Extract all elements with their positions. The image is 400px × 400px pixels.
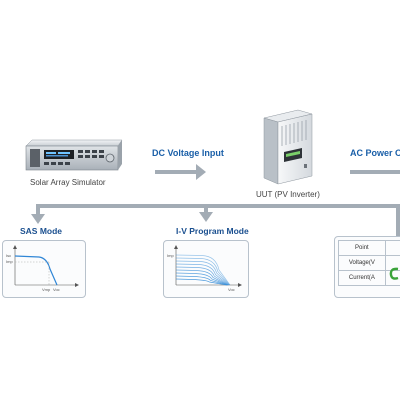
sas-drop-line — [36, 206, 40, 216]
table-row-label-current: Current(A — [338, 270, 386, 286]
iv-arrow-icon — [199, 212, 213, 222]
iv-curve-line — [175, 272, 228, 286]
solar-array-simulator: Solar Array Simulator — [22, 138, 126, 187]
simulator-label: Solar Array Simulator — [30, 178, 106, 187]
table-drop-line — [396, 206, 400, 236]
green-logo-mark-icon — [389, 267, 399, 280]
iv-table-panel: Point Voltage(V Current(A — [334, 236, 400, 298]
iv-curve-line — [175, 266, 229, 286]
iv-point-table: Point Voltage(V Current(A — [338, 240, 400, 286]
sas-arrow-icon — [31, 214, 45, 224]
sas-mode-panel: Imp Isc Vmp Voc — [2, 240, 86, 298]
sas-y-tick-isc: Isc — [6, 253, 11, 258]
sas-mode-title: SAS Mode — [20, 226, 63, 236]
iv-curve-line — [175, 278, 227, 286]
horizontal-bus-line — [36, 204, 400, 208]
sas-y-tick-imp: Imp — [6, 259, 13, 264]
table-row: Point — [338, 240, 400, 256]
iv-curve-line — [175, 257, 230, 286]
sas-curve-chart: Imp Isc Vmp Voc — [6, 245, 79, 292]
iv-curve-line — [175, 275, 228, 286]
table-row-label-point: Point — [338, 240, 386, 256]
table-row: Voltage(V — [338, 255, 400, 271]
simulator-device-icon — [25, 139, 123, 171]
sas-x-tick-voc: Voc — [53, 287, 60, 292]
uut-pv-inverter: UUT (PV Inverter) — [256, 108, 320, 199]
table-row: Current(A — [338, 270, 400, 286]
iv-drop-line — [204, 206, 208, 214]
iv-curve-line — [175, 254, 231, 286]
uut-label: UUT (PV Inverter) — [256, 190, 320, 199]
iv-curve-line — [175, 263, 230, 286]
iv-y-tick-imp: Imp — [167, 253, 174, 258]
sas-iv-curve — [14, 255, 58, 286]
ac-arrow-shaft — [350, 170, 400, 174]
inverter-device-icon — [263, 109, 313, 185]
dc-arrow-shaft — [155, 170, 197, 174]
dc-arrow-icon — [196, 164, 206, 180]
iv-curve-line — [175, 269, 229, 286]
iv-curve-chart: Imp Voc — [167, 245, 242, 292]
ac-power-output-label: AC Power O — [350, 148, 400, 158]
iv-curve-family — [175, 254, 231, 286]
dc-voltage-input-label: DC Voltage Input — [152, 148, 224, 158]
iv-x-tick-voc: Voc — [228, 287, 235, 292]
sas-x-tick-vmp: Vmp — [42, 287, 51, 292]
iv-program-mode-title: I-V Program Mode — [176, 226, 249, 236]
table-row-label-voltage: Voltage(V — [338, 255, 386, 271]
iv-curve-line — [175, 260, 230, 286]
iv-program-mode-panel: Imp Voc — [163, 240, 249, 298]
